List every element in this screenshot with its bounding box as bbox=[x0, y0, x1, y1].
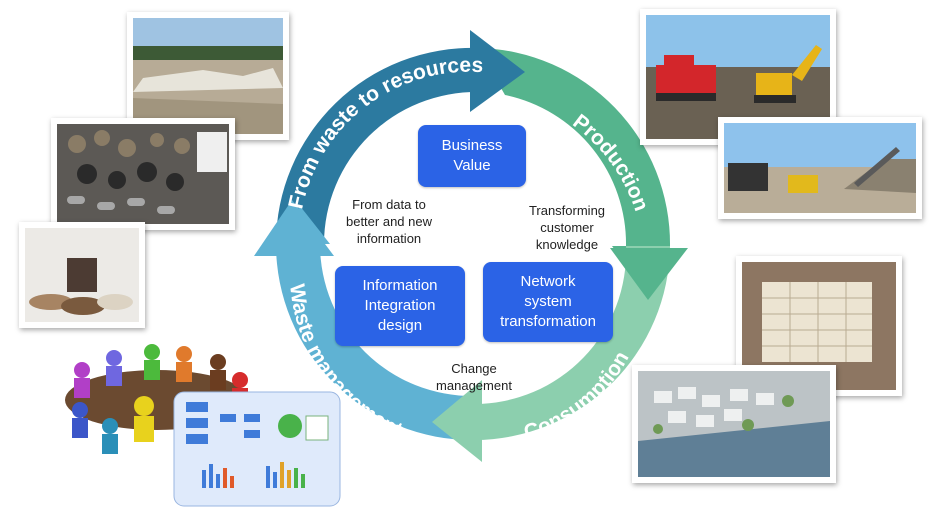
network-transformation-box: Network system transformation bbox=[483, 262, 613, 342]
team-meeting-illustration bbox=[52, 340, 344, 510]
note-transforming-knowledge: Transforming customer knowledge bbox=[517, 202, 617, 253]
note-from-data: From data to better and new information bbox=[326, 196, 452, 247]
note-change-management: Change management bbox=[424, 360, 524, 394]
business-value-box: Business Value bbox=[418, 125, 526, 187]
material-samples-photo bbox=[19, 222, 145, 328]
loader-and-conveyor-photo bbox=[718, 117, 922, 219]
information-integration-box: Information Integration design bbox=[335, 266, 465, 346]
city-aerial-photo bbox=[632, 365, 836, 483]
aggregate-pellets-photo bbox=[51, 118, 235, 230]
